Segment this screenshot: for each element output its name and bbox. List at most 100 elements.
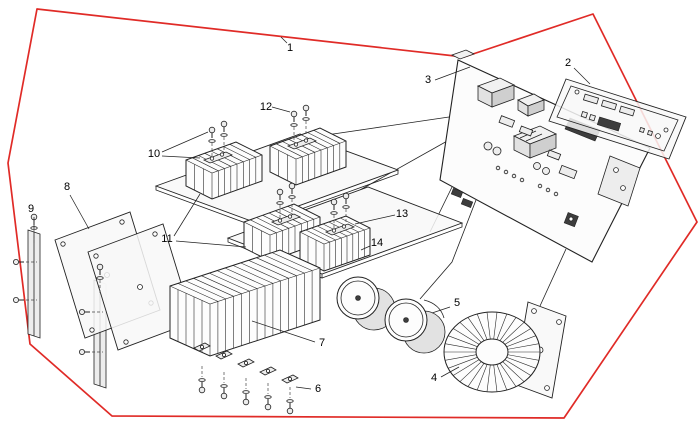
leader-line: [175, 240, 247, 248]
power-transistors: [202, 137, 356, 236]
callout-11-label: 11: [161, 233, 172, 245]
clamp-hole: [287, 376, 292, 381]
mounting-plates: [54, 211, 194, 351]
clamp-hole: [243, 360, 248, 365]
washer: [276, 201, 284, 205]
smd-component: [498, 115, 516, 128]
panel-switch: [639, 127, 645, 133]
callout-6: 6: [295, 383, 321, 395]
callout-5: 5: [431, 297, 460, 314]
callout-8: 8: [64, 181, 90, 230]
callout-8-label: 8: [64, 181, 70, 193]
callout-12-label: 12: [260, 101, 272, 113]
washer: [330, 211, 338, 215]
plate-hole: [89, 327, 95, 333]
capacitor-small: [492, 146, 502, 156]
capacitor-strap: [423, 299, 445, 319]
washer: [208, 139, 216, 143]
relay-box-side: [491, 84, 515, 108]
pcb-dot: [511, 173, 517, 179]
callout-4: 4: [431, 366, 460, 384]
clamp-hole: [265, 368, 270, 373]
hold-down-clamps: [193, 342, 299, 384]
transformer-line: [525, 133, 543, 142]
screw-head: [220, 392, 228, 400]
callout-13-label: 13: [396, 208, 408, 220]
panel-hole: [663, 127, 669, 133]
transistor-hole: [303, 138, 309, 143]
screw-head: [330, 198, 338, 206]
screw-head: [290, 110, 298, 118]
leader-line: [431, 306, 451, 314]
transistor-hole: [341, 224, 347, 229]
plate-hole: [137, 284, 143, 290]
washer: [96, 276, 104, 280]
capacitor-rim: [388, 302, 424, 338]
leader-line: [573, 67, 591, 85]
transformer-side: [529, 133, 557, 159]
washer: [220, 384, 228, 388]
panel-hole: [655, 133, 661, 139]
smd-component: [518, 125, 534, 137]
bracket-hole: [556, 319, 562, 325]
toroid-inner: [475, 338, 509, 366]
panel-switch: [647, 130, 653, 136]
leader-line: [295, 386, 312, 390]
callout-4-label: 4: [431, 372, 437, 384]
control-panel-board: [548, 78, 687, 160]
bracket-hole: [613, 167, 619, 173]
leader-line: [161, 131, 209, 153]
screw-head: [79, 348, 86, 355]
panel-outer: [548, 78, 687, 160]
leader-line: [161, 155, 201, 159]
capacitor-small: [483, 141, 493, 151]
screw-head: [276, 188, 284, 196]
callout-3: 3: [425, 66, 471, 86]
transistor-hole: [331, 228, 337, 233]
smd-component: [558, 164, 578, 180]
callout-9: 9: [28, 203, 35, 229]
callout-13: 13: [354, 208, 408, 225]
screw-head: [220, 120, 228, 128]
callout-3-label: 3: [425, 74, 431, 86]
screw-head: [302, 104, 310, 112]
bracket-hole: [620, 185, 626, 191]
callout-10-label: 10: [148, 148, 160, 160]
winding-lines: [444, 312, 540, 392]
transistor-hole: [277, 218, 283, 223]
pcb-dot: [503, 169, 509, 175]
callout-10: 10: [148, 131, 209, 160]
washer: [286, 399, 294, 403]
callout-14-label: 14: [371, 237, 383, 249]
callouts: 1 2 3 4 5 6 7 8 9 10: [28, 36, 591, 395]
screw-head: [96, 263, 104, 271]
capacitor-terminal: [355, 295, 361, 301]
callout-12: 12: [260, 101, 291, 113]
leader-line: [251, 320, 316, 343]
washer: [242, 390, 250, 394]
toroid-coil: [443, 311, 541, 393]
panel-label: [618, 105, 636, 117]
panel-label: [582, 93, 600, 105]
pcb-connector: [460, 198, 474, 208]
callout-7-label: 7: [319, 337, 325, 349]
callout-2-label: 2: [565, 57, 571, 69]
callout-2: 2: [565, 57, 591, 85]
chassis-outline: [7, 8, 698, 419]
screw-head: [264, 403, 272, 411]
leader-line: [280, 36, 288, 44]
panel-label: [600, 99, 618, 111]
bracket-hole: [531, 308, 537, 314]
screw-head: [286, 407, 294, 415]
callout-1: 1: [280, 36, 293, 54]
pcb-dot: [553, 191, 559, 197]
wire: [359, 139, 450, 191]
leader-line: [173, 193, 201, 237]
pcb-bracket: [597, 155, 641, 207]
callout-7: 7: [251, 320, 325, 349]
callout-14: 14: [360, 237, 383, 251]
heatsink-fins: [169, 252, 321, 356]
pcb-dot: [545, 187, 551, 193]
pcb-dot: [537, 183, 543, 189]
